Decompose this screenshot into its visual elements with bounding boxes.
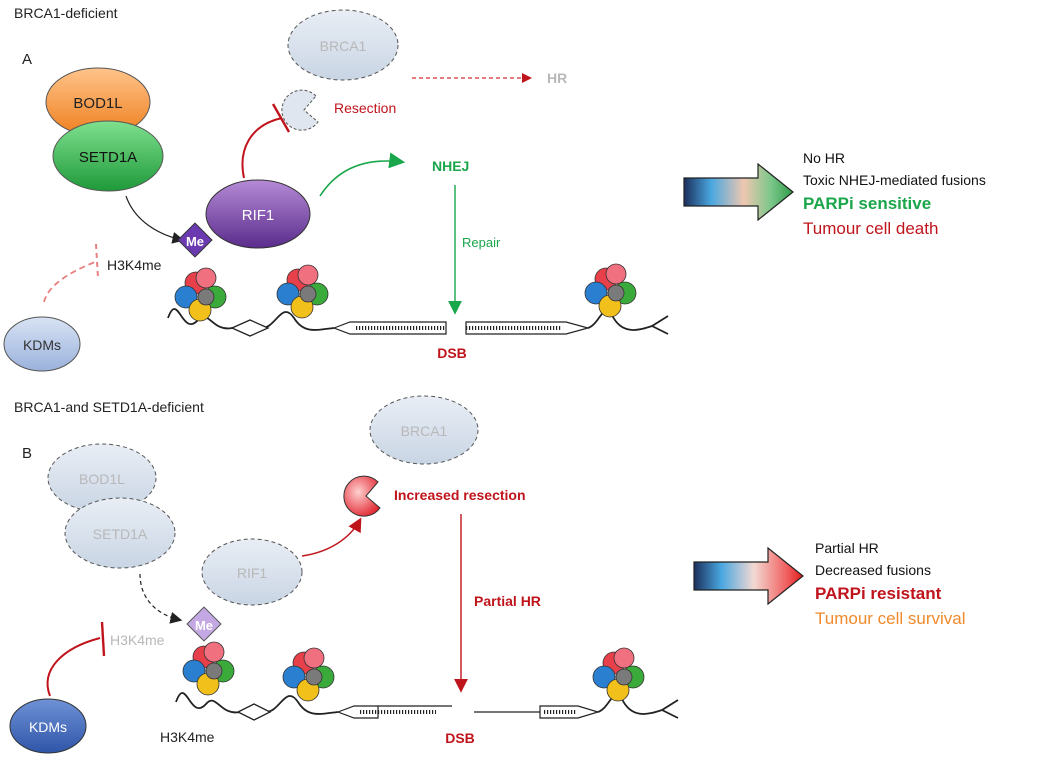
- me-mark-faded: Me: [186, 606, 222, 642]
- h3k4me-label: H3K4me: [107, 257, 162, 273]
- outcome-b-1: Partial HR: [815, 540, 879, 556]
- nucleosome-1: [174, 267, 227, 322]
- outcome-a-4: Tumour cell death: [803, 219, 938, 238]
- dsb-label-a: DSB: [437, 345, 467, 361]
- setd1a-faded: SETD1A: [64, 497, 176, 569]
- bod1l-protein: BOD1L: [45, 67, 151, 137]
- methylation-arrow-dashed: [139, 573, 183, 624]
- kdms-protein-b: KDMs: [9, 698, 87, 754]
- panel-b-title: BRCA1-and SETD1A-deficient: [14, 399, 204, 415]
- outcome-b-2: Decreased fusions: [815, 562, 931, 578]
- kdms-label: KDMs: [23, 337, 61, 353]
- hr-label: HR: [547, 70, 567, 86]
- bod1l-faded: BOD1L: [47, 443, 157, 513]
- kdms-protein: KDMs: [3, 316, 81, 372]
- kdms-inhibition-bar: [95, 243, 99, 279]
- rif1-faded-label: RIF1: [237, 565, 268, 581]
- panel-b-letter: B: [22, 445, 32, 462]
- nucleosome-2: [276, 264, 329, 319]
- outcome-a-2: Toxic NHEJ-mediated fusions: [803, 172, 986, 188]
- rif1-protein: RIF1: [205, 179, 311, 249]
- panel-a-title: BRCA1-deficient: [14, 5, 118, 21]
- brca1-faded-b: BRCA1: [369, 395, 479, 465]
- rif1-label: RIF1: [242, 207, 275, 224]
- setd1a-label: SETD1A: [79, 149, 137, 166]
- outcome-arrow-b: [693, 546, 804, 606]
- nhej-label: NHEJ: [432, 158, 469, 174]
- methylation-arrow: [125, 195, 185, 244]
- partial-hr-label: Partial HR: [474, 593, 541, 609]
- kdms-b-label: KDMs: [29, 719, 67, 735]
- bod1l-label: BOD1L: [73, 95, 122, 112]
- dsb-label-b: DSB: [445, 730, 475, 746]
- panel-a: BRCA1-deficient A BOD1L SETD1A BRCA1 HR …: [3, 5, 986, 372]
- me-label: Me: [186, 234, 204, 249]
- rif1-faded: RIF1: [201, 538, 303, 606]
- resection-label: Resection: [334, 100, 396, 116]
- panel-b: BRCA1-and SETD1A-deficient B BOD1L SETD1…: [9, 395, 966, 754]
- outcome-b-4: Tumour cell survival: [815, 609, 966, 628]
- brca1-label: BRCA1: [320, 38, 367, 54]
- chromatin-a: [167, 263, 669, 337]
- h3k4me-b-label: H3K4me: [160, 729, 215, 745]
- nucleosome-b3: [592, 647, 645, 702]
- resection-pacman: [343, 475, 381, 517]
- me-faded-label: Me: [195, 618, 213, 633]
- me-mark: Me: [177, 222, 213, 258]
- nucleosome-b2: [282, 647, 335, 702]
- h3k4me-faded-label: H3K4me: [110, 632, 165, 648]
- panel-a-letter: A: [22, 51, 32, 68]
- nucleosome-b1: [182, 641, 235, 696]
- outcome-a-1: No HR: [803, 150, 845, 166]
- setd1a-faded-label: SETD1A: [93, 526, 148, 542]
- outcome-a-3: PARPi sensitive: [803, 194, 931, 213]
- brca1-faded: BRCA1: [287, 9, 399, 81]
- kdms-inhibition-line-b: [46, 637, 101, 697]
- nucleosome-3: [584, 263, 637, 318]
- nhej-arrow: [319, 152, 406, 197]
- resection-pacman-faded: [281, 89, 319, 131]
- inhibition-bar: [271, 103, 291, 133]
- chromatin-b: [175, 641, 679, 721]
- setd1a-protein: SETD1A: [52, 120, 164, 192]
- bod1l-faded-label: BOD1L: [79, 471, 125, 487]
- brca1-faded-b-label: BRCA1: [401, 423, 448, 439]
- kdms-inhibition-line: [43, 261, 96, 303]
- increased-resection-label: Increased resection: [394, 487, 526, 503]
- kdms-inhibition-bar-b: [100, 621, 106, 657]
- rif1-inhibition-line: [241, 117, 283, 179]
- repair-label: Repair: [462, 235, 501, 250]
- outcome-b-3: PARPi resistant: [815, 584, 942, 603]
- rif1-to-resection-arrow: [301, 517, 362, 557]
- hr-arrowhead: [522, 73, 532, 83]
- outcome-arrow-a: [683, 162, 794, 222]
